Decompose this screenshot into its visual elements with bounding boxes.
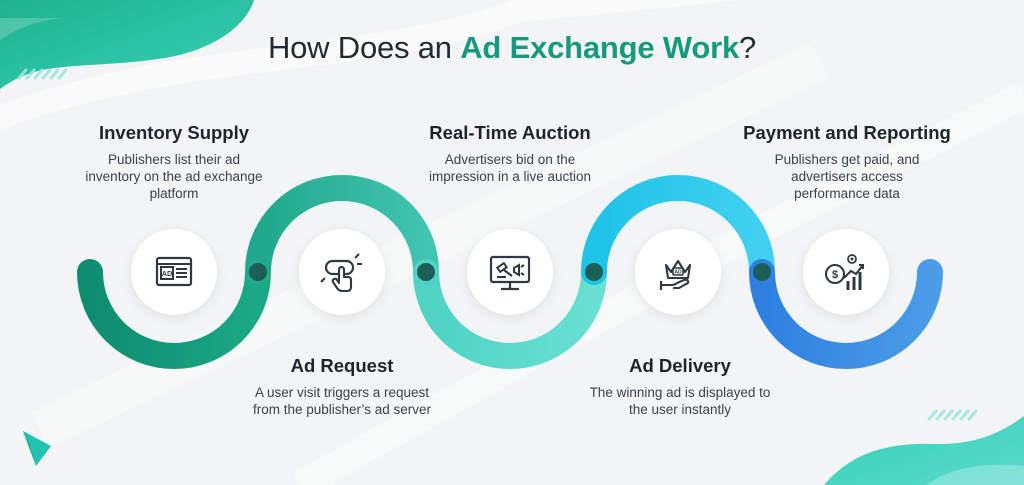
step-5-title: Payment and Reporting xyxy=(743,122,951,143)
step-2-title: Ad Request xyxy=(290,355,394,376)
page-title-suffix: ? xyxy=(739,30,757,65)
delivery-badge-label: AD xyxy=(674,270,682,276)
step-3-description: Advertisers bid on the impression in a l… xyxy=(428,152,592,184)
page-title-highlight: Ad Exchange Work xyxy=(460,30,739,65)
step-3-icon-circle xyxy=(467,229,553,315)
svg-text:$: $ xyxy=(832,269,838,281)
step-1-title: Inventory Supply xyxy=(98,122,250,143)
step-2-description: A user visit triggers a request from the… xyxy=(252,385,432,417)
step-4-title: Ad Delivery xyxy=(629,355,731,376)
step-5-icon-circle: $ xyxy=(803,229,889,315)
step-4-description: The winning ad is displayed to the user … xyxy=(589,385,771,417)
step-1-icon-circle: AD xyxy=(131,229,217,315)
step-2-icon-circle xyxy=(299,229,385,315)
page-title-prefix: How Does an xyxy=(267,30,461,65)
step-3-title: Real-Time Auction xyxy=(429,122,591,143)
step-4-icon-circle: AD xyxy=(635,229,721,315)
money-chart-icon: $ xyxy=(824,254,865,290)
ad-screen-icon: AD xyxy=(155,256,193,287)
ad-screen-label: AD xyxy=(162,269,172,278)
step-5-description: Publishers get paid, and advertisers acc… xyxy=(774,152,920,201)
crown-hand-icon: AD xyxy=(659,259,692,290)
click-button-icon xyxy=(320,253,362,293)
page-title: How Does an Ad Exchange Work? xyxy=(0,30,1024,66)
auction-monitor-icon xyxy=(489,255,531,291)
step-1-description: Publishers list their ad inventory on th… xyxy=(85,152,263,201)
